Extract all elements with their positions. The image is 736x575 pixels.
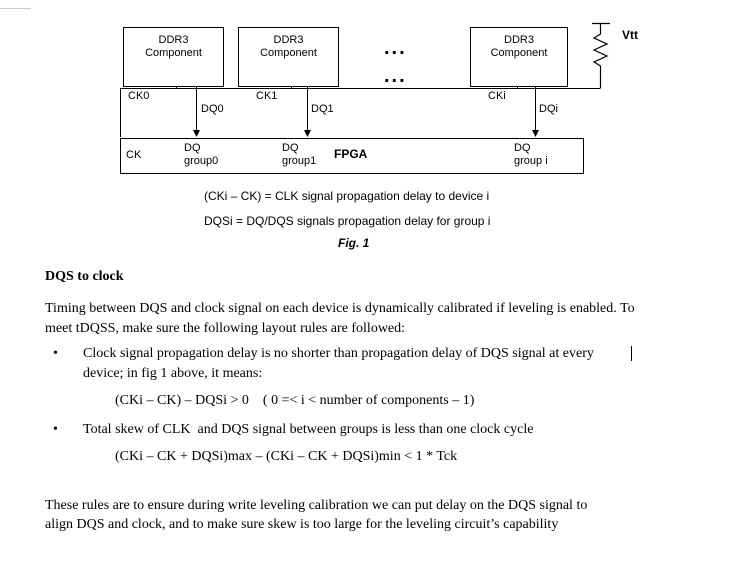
ck1-pin-label: CK1 bbox=[256, 90, 278, 102]
fpga-ck-label: CK bbox=[126, 149, 142, 161]
dq-arrows bbox=[193, 79, 539, 137]
bullet-text-2: Total skew of CLK and DQS signal between… bbox=[83, 421, 534, 437]
bullet-text-1: Clock signal propagation delay is no sho… bbox=[83, 346, 598, 381]
figure-caption-1: (CKi – CK) = CLK signal propagation dela… bbox=[204, 189, 490, 203]
formula-1: (CKi – CK) – DQSi > 0 ( 0 =< i < number … bbox=[115, 393, 475, 408]
intro-paragraph: Timing between DQS and clock signal on e… bbox=[45, 301, 635, 336]
section-heading: DQS to clock bbox=[45, 269, 124, 284]
vtt-resistor-icon bbox=[592, 22, 610, 88]
figure-label: Fig. 1 bbox=[338, 236, 370, 250]
dq0-pin-label: DQ0 bbox=[201, 103, 224, 115]
bullet-item-1: • Clock signal propagation delay is no s… bbox=[45, 344, 736, 383]
figure-caption-2: DQSi = DQ/DQS signals propagation delay … bbox=[204, 214, 491, 228]
ck-arrows bbox=[173, 78, 521, 88]
ddr3-component-box-0: DDR3 Component bbox=[123, 27, 224, 87]
fpga-box: CK DQ group0 DQ group1 FPGA DQ group i bbox=[120, 138, 584, 174]
ddr3-component-box-1: DDR3 Component bbox=[238, 27, 339, 87]
ellipsis-top: ... bbox=[384, 37, 407, 59]
cki-pin-label: CKi bbox=[488, 90, 506, 102]
vtt-label: Vtt bbox=[622, 28, 638, 42]
bullet-glyph: • bbox=[53, 421, 58, 437]
fpga-name-label: FPGA bbox=[334, 147, 368, 161]
text-cursor bbox=[631, 346, 632, 361]
fpga-dq-group1-label: DQ group1 bbox=[282, 142, 317, 167]
dqi-pin-label: DQi bbox=[539, 103, 558, 115]
fpga-dq-groupi-label: DQ group i bbox=[514, 142, 548, 167]
ellipsis-bottom: ... bbox=[384, 65, 407, 87]
fpga-dq-group0-label: DQ group0 bbox=[184, 142, 219, 167]
ck0-pin-label: CK0 bbox=[128, 90, 150, 102]
formula-2: (CKi – CK + DQSi)max – (CKi – CK + DQSi)… bbox=[115, 449, 458, 464]
bullet-item-2: • Total skew of CLK and DQS signal betwe… bbox=[45, 420, 736, 440]
document-text-area[interactable]: DQS to clock Timing between DQS and cloc… bbox=[0, 255, 736, 535]
window-edge-artifact bbox=[0, 8, 31, 9]
ddr3-component-box-i: DDR3 Component bbox=[470, 27, 568, 87]
closing-paragraph: These rules are to ensure during write l… bbox=[45, 497, 588, 533]
clock-bus-line bbox=[120, 88, 601, 137]
bullet-glyph: • bbox=[53, 346, 58, 361]
dq1-pin-label: DQ1 bbox=[311, 103, 334, 115]
fig1-diagram: DDR3 Component DDR3 Component DDR3 Compo… bbox=[0, 0, 736, 255]
